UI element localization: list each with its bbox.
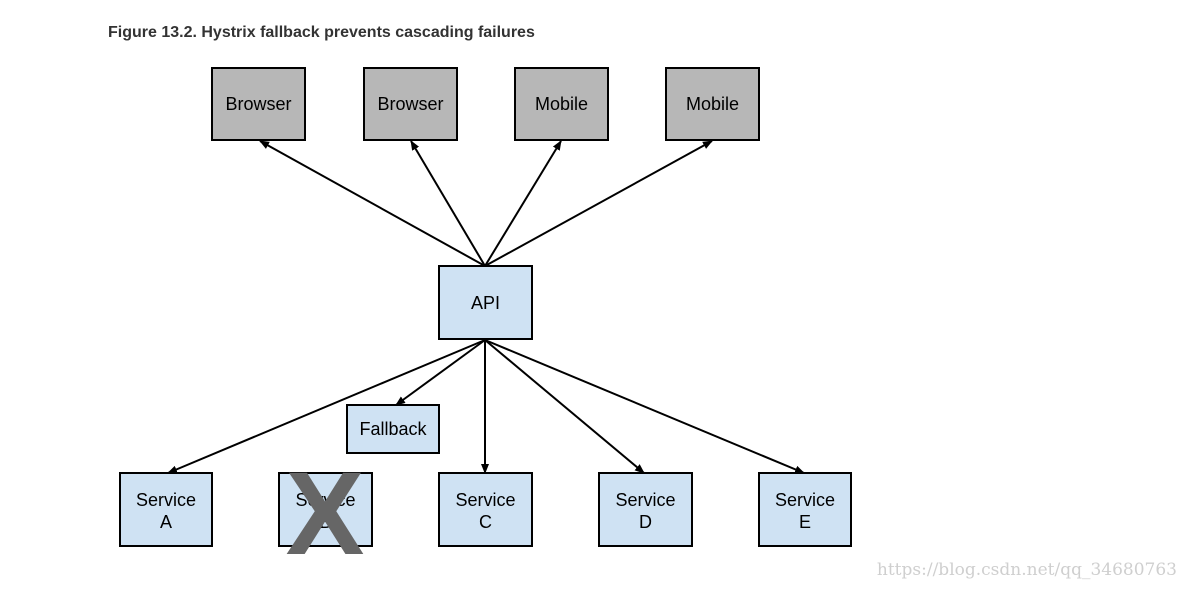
edges-api-to-services [167,339,805,474]
edge-api-to-service-d [484,339,645,474]
node-service-b-label-line-2: B [319,512,331,532]
edge-api-to-browser-1 [259,140,486,267]
node-fallback: Fallback [346,404,440,454]
edge-api-to-fallback [395,339,486,406]
node-mobile-2: Mobile [665,67,760,141]
node-mobile-1: Mobile [514,67,609,141]
node-service-a-label-line-2: A [160,512,172,532]
edge-api-to-mobile-1 [484,140,562,267]
node-api-label: API [471,293,500,313]
node-service-c-label-line-2: C [479,512,492,532]
edge-api-to-service-e [484,339,805,474]
node-service-a: Service A [119,472,213,547]
node-service-e-label-line-2: E [799,512,811,532]
node-mobile-2-label: Mobile [686,94,739,114]
node-service-c-label-line-1: Service [455,490,515,510]
node-service-d-label-line-1: Service [615,490,675,510]
node-mobile-1-label: Mobile [535,94,588,114]
node-api: API [438,265,533,340]
node-service-c: Service C [438,472,533,547]
node-browser-1: Browser [211,67,306,141]
node-service-b-label-line-1: Service [295,490,355,510]
edge-api-to-mobile-2 [484,140,713,267]
node-service-b: Service B [278,472,373,547]
node-service-e: Service E [758,472,852,547]
node-service-d-label-line-2: D [639,512,652,532]
edges-api-to-clients [259,140,713,267]
node-browser-2: Browser [363,67,458,141]
node-service-e-label-line-1: Service [775,490,835,510]
blog-watermark: https://blog.csdn.net/qq_34680763 [876,560,1177,580]
node-service-a-label-line-1: Service [136,490,196,510]
edge-api-to-service-a [167,339,486,474]
node-fallback-label: Fallback [359,419,427,439]
edge-api-to-browser-2 [410,140,486,267]
node-browser-1-label: Browser [225,94,291,114]
figure-title: Figure 13.2. Hystrix fallback prevents c… [108,24,535,41]
node-service-d: Service D [598,472,693,547]
node-browser-2-label: Browser [377,94,443,114]
failure-x-mark: X [286,448,365,580]
